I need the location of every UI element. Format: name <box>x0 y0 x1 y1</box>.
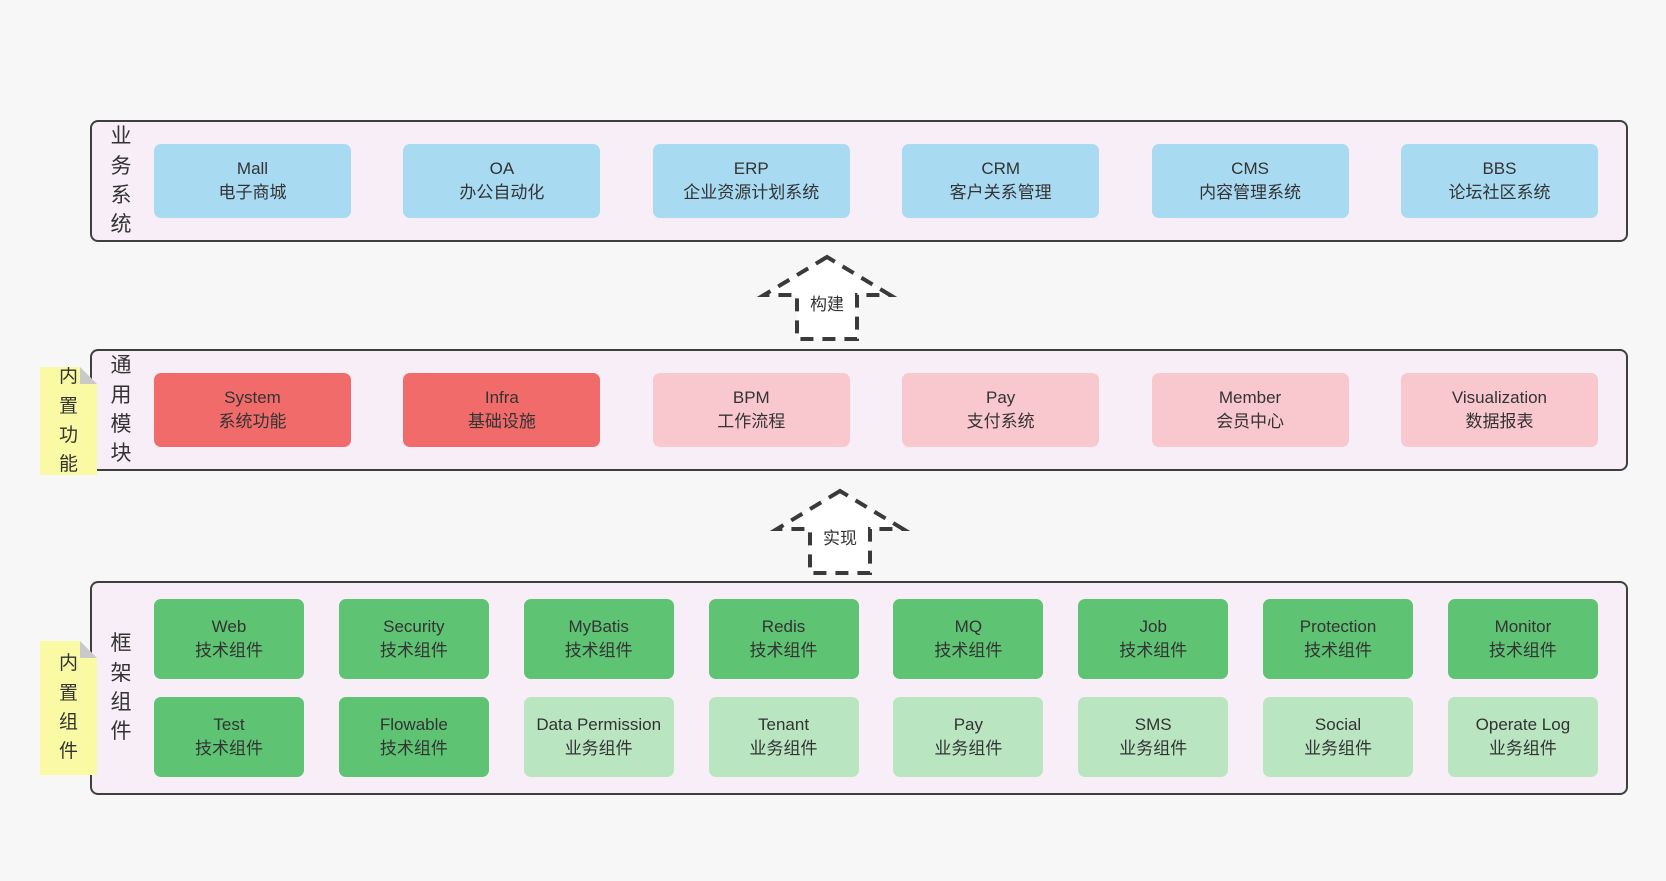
sticky-note-label: 内置功能 <box>58 366 78 476</box>
module-name: Flowable <box>379 714 448 734</box>
module-box-social: Social 业务组件 <box>1263 697 1414 777</box>
module-description: 技术组件 <box>1304 641 1373 660</box>
module-name: Protection <box>1299 616 1377 636</box>
module-description: 技术组件 <box>195 641 263 660</box>
module-box-operate-log: Operate Log 业务组件 <box>1447 697 1598 777</box>
module-box-flowable: Flowable 技术组件 <box>338 697 489 777</box>
module-description: 技术组件 <box>564 641 633 660</box>
module-name: Monitor <box>1494 616 1552 636</box>
module-name: Social <box>1314 714 1362 734</box>
module-box-job: Job 技术组件 <box>1078 599 1229 679</box>
module-description: 业务组件 <box>564 739 633 758</box>
module-description: 会员中心 <box>1216 412 1285 431</box>
module-description: 数据报表 <box>1465 412 1534 431</box>
module-name: OA <box>489 158 515 178</box>
module-name: Operate Log <box>1475 714 1571 734</box>
module-name: Infra <box>484 387 519 407</box>
module-name: SMS <box>1134 714 1172 734</box>
module-description: 技术组件 <box>379 641 448 660</box>
module-name: Job <box>1139 616 1167 636</box>
module-name: Visualization <box>1451 387 1548 407</box>
module-name: Redis <box>761 616 806 636</box>
module-box-monitor: Monitor 技术组件 <box>1447 599 1598 679</box>
module-box-cms: CMS 内容管理系统 <box>1151 144 1349 218</box>
module-description: 技术组件 <box>1119 641 1188 660</box>
module-description: 业务组件 <box>1119 739 1188 758</box>
band-title-vertical: 通用模块 <box>110 354 132 466</box>
module-box-oa: OA 办公自动化 <box>403 144 601 218</box>
module-box-mall: Mall 电子商城 <box>154 144 351 218</box>
module-box-data-permission: Data Permission 业务组件 <box>523 697 674 777</box>
module-box-sms: SMS 业务组件 <box>1078 697 1229 777</box>
module-box-erp: ERP 企业资源计划系统 <box>652 144 850 218</box>
module-name: CRM <box>981 158 1021 178</box>
module-name: Mall <box>236 158 269 178</box>
module-description: 业务组件 <box>749 739 818 758</box>
module-description: 技术组件 <box>379 739 448 758</box>
module-box-pay: Pay 支付系统 <box>902 373 1100 447</box>
module-description: 支付系统 <box>966 412 1035 431</box>
module-box-infra: Infra 基础设施 <box>403 373 601 447</box>
module-description: 技术组件 <box>195 739 263 758</box>
module-description: 内容管理系统 <box>1199 183 1302 202</box>
module-box-mybatis: MyBatis 技术组件 <box>523 599 674 679</box>
module-box-test: Test 技术组件 <box>154 697 304 777</box>
module-name: Tenant <box>758 714 810 734</box>
module-box-bpm: BPM 工作流程 <box>652 373 850 447</box>
module-description: 技术组件 <box>934 641 1003 660</box>
module-name: CMS <box>1231 158 1269 178</box>
module-description: 企业资源计划系统 <box>683 183 820 202</box>
module-name: Pay <box>953 714 984 734</box>
module-box-system: System 系统功能 <box>154 373 351 447</box>
band-framework-components: 框架组件 Web 技术组件 Security 技术组件 MyBatis 技术组件 Redis 技… <box>90 581 1628 795</box>
module-box-pay: Pay 业务组件 <box>893 697 1044 777</box>
module-description: 技术组件 <box>749 641 818 660</box>
module-box-bbs: BBS 论坛社区系统 <box>1400 144 1598 218</box>
module-box-security: Security 技术组件 <box>338 599 489 679</box>
module-name: MyBatis <box>568 616 629 636</box>
module-description: 业务组件 <box>1488 739 1557 758</box>
module-description: 系统功能 <box>218 412 287 431</box>
module-name: MQ <box>954 616 983 636</box>
module-box-redis: Redis 技术组件 <box>708 599 859 679</box>
module-description: 业务组件 <box>1304 739 1373 758</box>
module-name: Security <box>383 616 445 636</box>
module-name: Web <box>211 616 247 636</box>
module-description: 工作流程 <box>717 412 786 431</box>
sticky-note-built-in-components: 内置组件 <box>40 641 97 775</box>
arrow-label-build: 构建 <box>807 290 847 315</box>
module-box-protection: Protection 技术组件 <box>1263 599 1414 679</box>
implement-arrow: 实现 <box>769 487 911 577</box>
build-arrow: 构建 <box>756 253 898 343</box>
module-name: Member <box>1218 387 1282 407</box>
module-box-member: Member 会员中心 <box>1151 373 1349 447</box>
module-box-visualization: Visualization 数据报表 <box>1400 373 1598 447</box>
band-title-vertical: 业务系统 <box>110 125 132 237</box>
module-name: Data Permission <box>536 714 662 734</box>
module-description: 客户关系管理 <box>949 183 1052 202</box>
sticky-note-label: 内置组件 <box>58 653 78 763</box>
module-description: 办公自动化 <box>459 183 545 202</box>
module-description: 论坛社区系统 <box>1448 183 1551 202</box>
module-name: Pay <box>986 387 1016 407</box>
module-name: BBS <box>1482 158 1517 178</box>
module-box-mq: MQ 技术组件 <box>893 599 1044 679</box>
module-description: 基础设施 <box>467 412 536 431</box>
sticky-note-built-in-features: 内置功能 <box>40 367 97 475</box>
module-description: 电子商城 <box>218 183 287 202</box>
arrow-label-implement: 实现 <box>820 524 860 549</box>
module-box-web: Web 技术组件 <box>154 599 304 679</box>
module-description: 技术组件 <box>1488 641 1557 660</box>
module-box-crm: CRM 客户关系管理 <box>902 144 1100 218</box>
module-name: BPM <box>732 387 770 407</box>
module-description: 业务组件 <box>934 739 1003 758</box>
module-name: System <box>224 387 281 407</box>
module-box-tenant: Tenant 业务组件 <box>708 697 859 777</box>
module-name: ERP <box>733 158 769 178</box>
band-common-modules: 通用模块 System 系统功能 Infra 基础设施 BPM 工作流程 Pay 支付系统 Mem… <box>90 349 1628 471</box>
module-name: Test <box>213 714 245 734</box>
band-title-vertical: 框架组件 <box>110 632 132 744</box>
